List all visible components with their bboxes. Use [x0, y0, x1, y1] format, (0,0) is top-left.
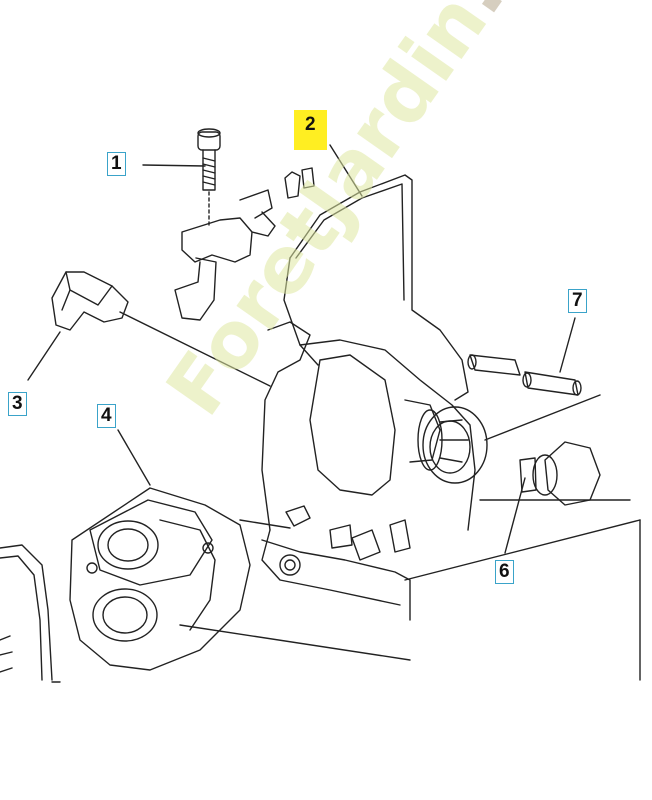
lever-part — [174, 167, 315, 321]
callout-4: 4 — [97, 404, 116, 428]
cylinder-partial — [0, 544, 53, 681]
callout-7: 7 — [568, 289, 587, 313]
leader-line-4 — [117, 429, 151, 486]
intake-manifold-part — [69, 487, 251, 671]
primer-bulb-part — [519, 441, 601, 506]
bolt-part — [197, 128, 221, 226]
clip-part — [51, 271, 129, 331]
primer-ring — [417, 406, 488, 484]
callout-2: 2 — [294, 110, 327, 150]
leader-line-7 — [559, 317, 576, 373]
leader-line-3 — [27, 331, 61, 381]
callout-3: 3 — [8, 392, 27, 416]
callout-1: 1 — [107, 152, 126, 176]
pins-part — [467, 354, 582, 396]
housing-part — [261, 174, 476, 621]
leader-line-2 — [329, 144, 363, 197]
leader-line-1 — [142, 164, 206, 167]
callout-6: 6 — [495, 560, 514, 584]
